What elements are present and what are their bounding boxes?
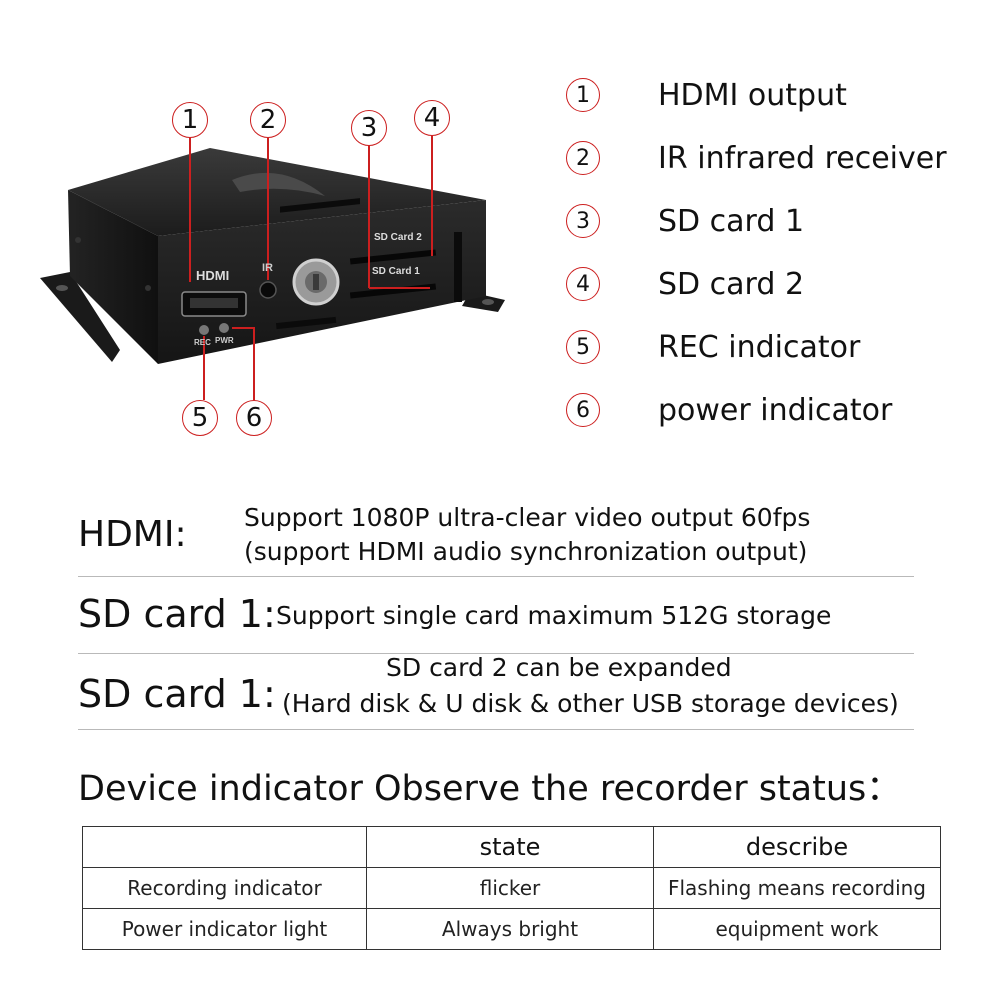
indicator-status-table: state describe Recording indicator flick… — [82, 826, 941, 950]
spec-hdmi-line1: Support 1080P ultra-clear video output 6… — [244, 503, 811, 532]
table-cell: Recording indicator — [82, 867, 367, 909]
callout-4: 4 — [414, 100, 450, 136]
legend-item-sd-card-1: 3 SD card 1 — [566, 201, 804, 241]
callout-2: 2 — [250, 102, 286, 138]
divider — [78, 729, 914, 730]
legend-label: SD card 2 — [658, 266, 805, 302]
table-cell: equipment work — [653, 908, 941, 950]
table-header-cell — [82, 826, 367, 868]
table-cell: Flashing means recording — [653, 867, 941, 909]
hdmi-port-label: HDMI — [196, 268, 230, 283]
legend-number: 2 — [566, 141, 600, 175]
rec-led-label: REC — [194, 338, 211, 347]
legend-label: REC indicator — [658, 329, 861, 365]
legend-item-sd-card-2: 4 SD card 2 — [566, 264, 804, 304]
legend-label: IR infrared receiver — [658, 140, 947, 176]
legend-label: power indicator — [658, 392, 893, 428]
spec-sd2-key: SD card 1: — [78, 672, 276, 716]
table-header-cell: describe — [653, 826, 941, 868]
spec-sd1-line1: Support single card maximum 512G storage — [276, 601, 832, 630]
spec-sd1-key: SD card 1: — [78, 592, 276, 636]
callout-1: 1 — [172, 102, 208, 138]
legend-item-rec-indicator: 5 REC indicator — [566, 327, 860, 367]
device-illustration: HDMI IR SD Card 2 SD Card 1 REC PWR 1 2 … — [0, 0, 560, 460]
legend-number: 5 — [566, 330, 600, 364]
legend-label: SD card 1 — [658, 203, 805, 239]
legend-number: 4 — [566, 267, 600, 301]
callout-6: 6 — [236, 400, 272, 436]
divider — [78, 576, 914, 577]
ir-label: IR — [262, 262, 273, 274]
sd-card-1-label: SD Card 1 — [372, 266, 420, 277]
pwr-led-label: PWR — [215, 336, 234, 345]
legend-number: 6 — [566, 393, 600, 427]
legend-number: 1 — [566, 78, 600, 112]
callout-5: 5 — [182, 400, 218, 436]
table-cell: Power indicator light — [82, 908, 367, 950]
legend-item-power-indicator: 6 power indicator — [566, 390, 892, 430]
table-row: Recording indicator flicker Flashing mea… — [82, 867, 941, 909]
table-header-cell: state — [366, 826, 654, 868]
indicator-heading: Device indicator Observe the recorder st… — [78, 769, 902, 809]
spec-sd2-line1: SD card 2 can be expanded — [386, 653, 732, 682]
table-cell: Always bright — [366, 908, 654, 950]
legend-item-ir-receiver: 2 IR infrared receiver — [566, 138, 947, 178]
legend-number: 3 — [566, 204, 600, 238]
spec-hdmi-key: HDMI: — [78, 514, 187, 555]
table-row: Power indicator light Always bright equi… — [82, 908, 941, 950]
table-header-row: state describe — [82, 826, 941, 868]
spec-hdmi-line2: (support HDMI audio synchronization outp… — [244, 537, 808, 566]
sd-card-2-label: SD Card 2 — [374, 232, 422, 243]
spec-sd2-line2: (Hard disk & U disk & other USB storage … — [282, 689, 899, 718]
divider — [78, 653, 914, 654]
legend-label: HDMI output — [658, 77, 847, 113]
callout-3: 3 — [351, 110, 387, 146]
table-cell: flicker — [366, 867, 654, 909]
legend-item-hdmi-output: 1 HDMI output — [566, 75, 847, 115]
recorder-device-image — [40, 136, 505, 400]
